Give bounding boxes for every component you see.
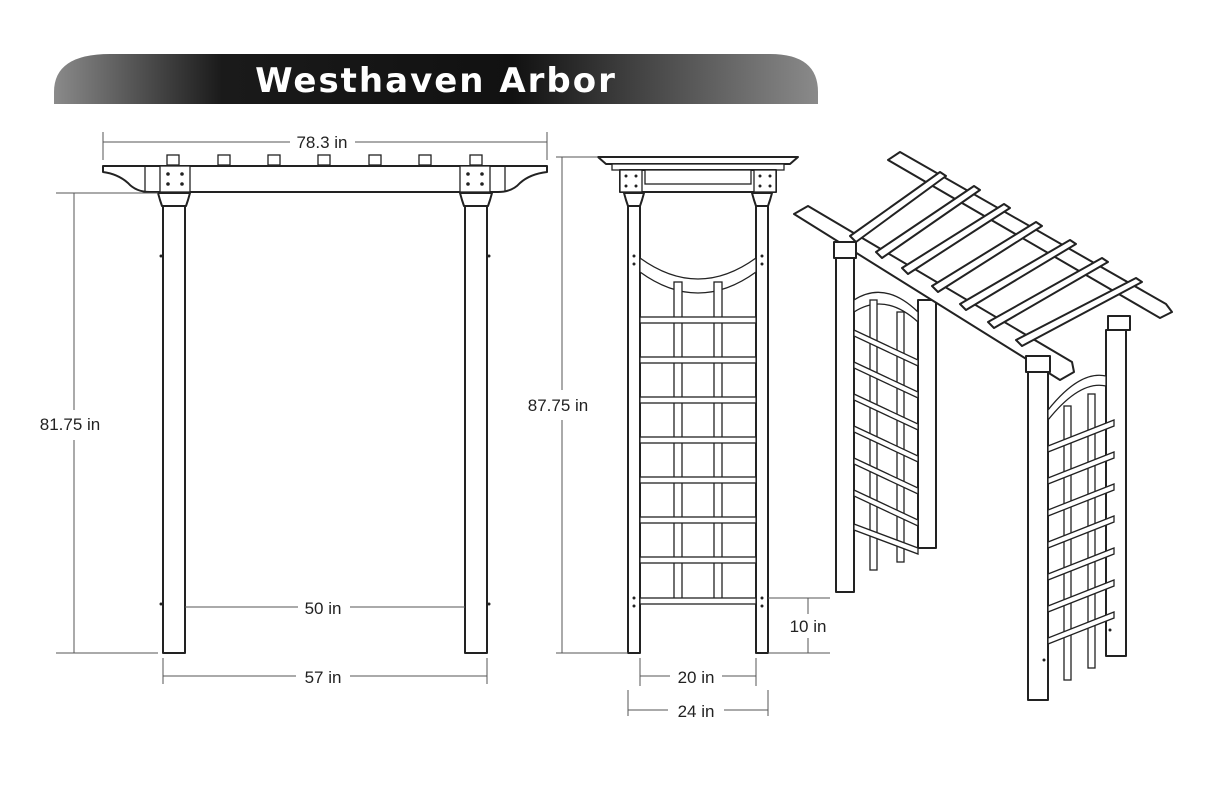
side-dimensions: 87.75 in 10 in 20 in 24 in xyxy=(528,156,830,721)
inner-width-label: 50 in xyxy=(305,599,342,618)
overall-width-label: 78.3 in xyxy=(296,133,347,152)
outer-depth-label: 24 in xyxy=(678,702,715,721)
side-view xyxy=(597,156,799,654)
front-view xyxy=(102,154,548,654)
inner-depth-label: 20 in xyxy=(678,668,715,687)
outer-width-label: 57 in xyxy=(305,668,342,687)
isometric-view xyxy=(793,151,1173,701)
post-height-label: 81.75 in xyxy=(40,415,101,434)
diagram-title: Westhaven Arbor xyxy=(255,61,617,101)
overall-height-label: 87.75 in xyxy=(528,396,589,415)
ground-clearance-label: 10 in xyxy=(790,617,827,636)
front-dimensions: 78.3 in 81.75 in 50 in 57 in xyxy=(40,132,548,687)
